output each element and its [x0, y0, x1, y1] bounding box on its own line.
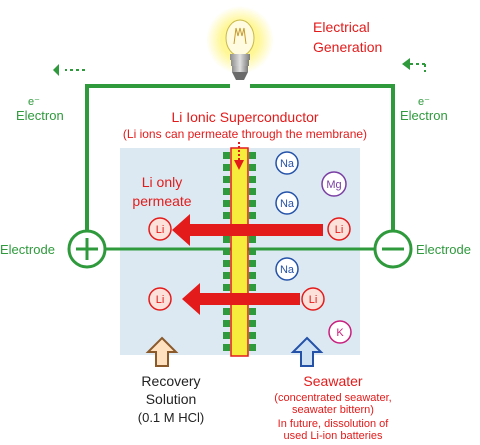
- membrane-tooth: [223, 320, 230, 327]
- svg-text:Li: Li: [335, 224, 344, 236]
- membrane-tooth: [223, 248, 230, 255]
- na-ion: Na: [275, 191, 299, 215]
- mg-ion: Mg: [321, 171, 347, 197]
- electrode-label-right: Electrode: [416, 242, 471, 257]
- membrane-tooth: [249, 320, 256, 327]
- membrane-tooth: [249, 260, 256, 267]
- electron-flow-arrow-left: [53, 64, 85, 76]
- electron-label-right: Electron: [400, 108, 448, 123]
- electron-symbol-right: e⁻: [418, 96, 430, 108]
- svg-text:K: K: [336, 327, 344, 339]
- svg-text:Mg: Mg: [326, 179, 341, 191]
- membrane-tooth: [223, 236, 230, 243]
- membrane-title: Li Ionic Superconductor: [171, 109, 318, 125]
- membrane-tooth: [223, 260, 230, 267]
- negative-electrode: [373, 229, 413, 269]
- svg-text:Na: Na: [280, 264, 295, 276]
- recovery-line-2: Solution: [146, 391, 197, 407]
- membrane-tooth: [223, 200, 230, 207]
- electron-label-left: Electron: [16, 108, 64, 123]
- membrane-tooth: [223, 344, 230, 351]
- membrane-teeth-left: [223, 152, 230, 351]
- membrane: [223, 147, 256, 357]
- seawater-line-3: In future, dissolution of: [278, 418, 390, 430]
- electron-symbol-left: e⁻: [28, 96, 40, 108]
- svg-text:Na: Na: [280, 198, 295, 210]
- svg-text:Li: Li: [309, 294, 318, 306]
- membrane-tooth: [223, 332, 230, 339]
- svg-text:Li: Li: [156, 294, 165, 306]
- svg-text:Li: Li: [156, 224, 165, 236]
- membrane-tooth: [223, 284, 230, 291]
- membrane-tooth: [223, 308, 230, 315]
- seawater-line-2: seawater bittern): [292, 404, 374, 416]
- li-transport-arrow-lower: [182, 283, 300, 315]
- light-bulb-icon: [206, 6, 274, 80]
- electrode-label-left: Electrode: [0, 242, 55, 257]
- membrane-subtitle: (Li ions can permeate through the membra…: [123, 127, 367, 141]
- membrane-tooth: [249, 176, 256, 183]
- li-only-line-2: permeate: [132, 193, 191, 209]
- membrane-tooth: [249, 164, 256, 171]
- k-ion: K: [328, 320, 352, 344]
- li-only-line-1: Li only: [142, 174, 182, 190]
- membrane-tooth: [249, 332, 256, 339]
- positive-electrode: [67, 229, 107, 269]
- seawater-line-1: (concentrated seawater,: [274, 392, 391, 404]
- li-ion: Li: [148, 217, 172, 241]
- title-line-1: Electrical: [313, 19, 370, 35]
- recovery-up-arrow: [145, 336, 179, 367]
- membrane-tooth: [249, 152, 256, 159]
- title-line-2: Generation: [313, 39, 382, 55]
- membrane-tooth: [249, 212, 256, 219]
- seawater-title: Seawater: [303, 373, 362, 389]
- membrane-tooth: [223, 152, 230, 159]
- na-ion: Na: [275, 257, 299, 281]
- membrane-tooth: [249, 248, 256, 255]
- membrane-tooth: [249, 308, 256, 315]
- na-ion: Na: [275, 151, 299, 175]
- li-transport-arrow-upper: [172, 214, 323, 246]
- membrane-tooth: [249, 344, 256, 351]
- membrane-tooth: [249, 272, 256, 279]
- li-ion: Li: [148, 287, 172, 311]
- membrane-tooth: [249, 200, 256, 207]
- li-ion: Li: [327, 217, 351, 241]
- membrane-tooth: [249, 236, 256, 243]
- membrane-teeth-right: [249, 152, 256, 351]
- circuit-wire: [85, 84, 395, 236]
- membrane-tooth: [223, 164, 230, 171]
- electron-flow-arrow-right: [402, 58, 426, 72]
- membrane-tooth: [223, 212, 230, 219]
- membrane-tooth: [223, 176, 230, 183]
- seawater-up-arrow: [290, 336, 324, 367]
- recovery-line-3: (0.1 M HCl): [138, 410, 204, 425]
- li-ion: Li: [301, 287, 325, 311]
- permeation-down-arrow: [234, 142, 244, 170]
- recovery-line-1: Recovery: [141, 373, 200, 389]
- membrane-tooth: [223, 272, 230, 279]
- svg-text:Na: Na: [280, 158, 295, 170]
- membrane-tooth: [223, 188, 230, 195]
- membrane-tooth: [249, 284, 256, 291]
- seawater-line-4: used Li-ion batteries: [283, 430, 383, 442]
- membrane-tooth: [249, 188, 256, 195]
